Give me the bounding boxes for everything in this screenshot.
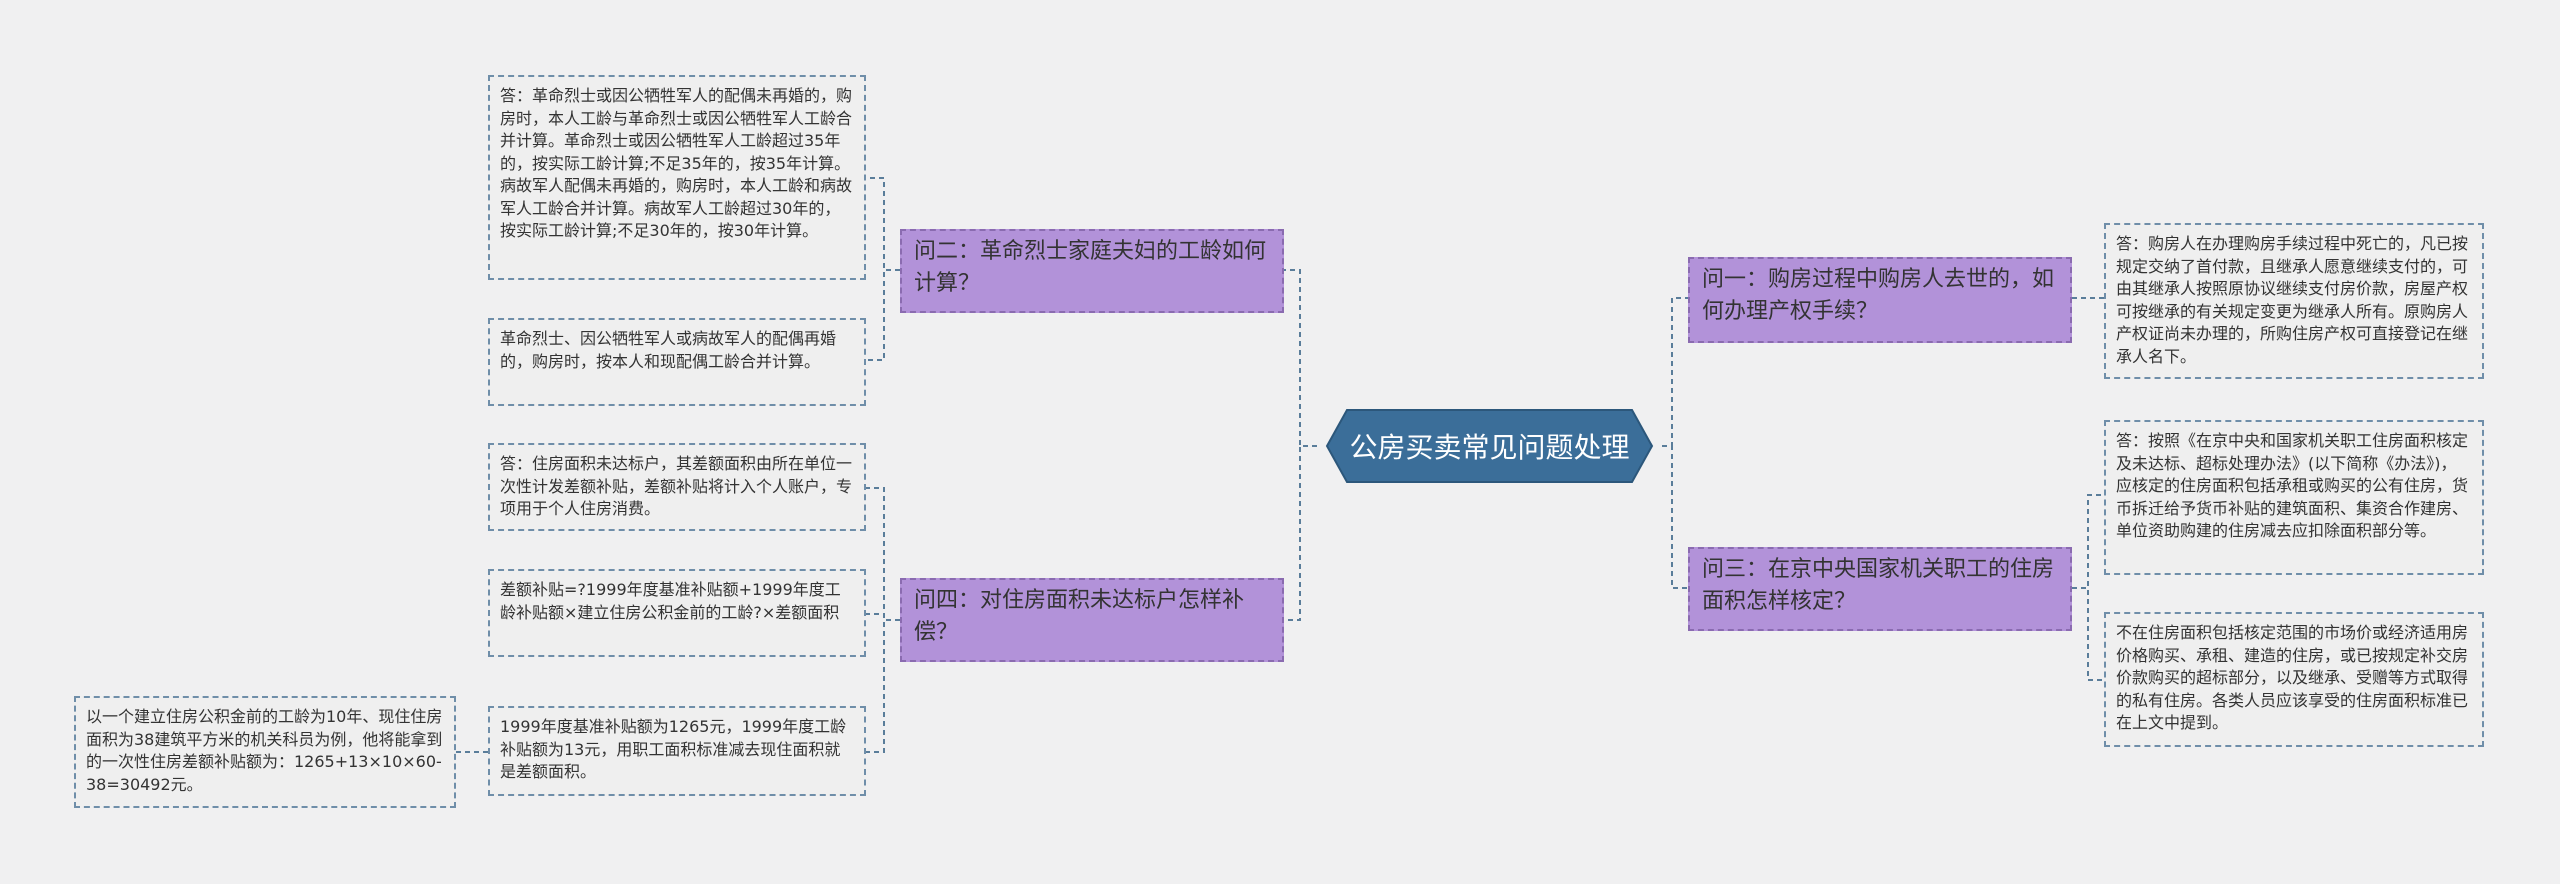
question-node-1[interactable]: 问一：购房过程中购房人去世的，如何办理产权手续？: [1688, 257, 2072, 343]
edge-q3-a5: [2072, 587, 2104, 681]
question-text: 问二：革命烈士家庭夫妇的工龄如何计算？: [914, 239, 1267, 296]
answer-text: 答：住房面积未达标户，其差额面积由所在单位一次性计发差额补贴，差额补贴将计入个人…: [500, 454, 853, 518]
edge-root-q2: [1284, 269, 1317, 447]
answer-node-3[interactable]: 革命烈士、因公牺牲军人或病故军人的配偶再婚的，购房时，按本人和现配偶工龄合并计算…: [488, 318, 866, 406]
question-text: 问三：在京中央国家机关职工的住房面积怎样核定？: [1702, 557, 2055, 614]
answer-node-6[interactable]: 答：住房面积未达标户，其差额面积由所在单位一次性计发差额补贴，差额补贴将计入个人…: [488, 443, 866, 531]
answer-node-4[interactable]: 答：按照《在京中央和国家机关职工住房面积核定及未达标、超标处理办法》(以下简称《…: [2104, 420, 2484, 575]
question-node-2[interactable]: 问二：革命烈士家庭夫妇的工龄如何计算？: [900, 229, 1284, 313]
edge-root-q3: [1662, 445, 1688, 589]
answer-text: 革命烈士、因公牺牲军人或病故军人的配偶再婚的，购房时，按本人和现配偶工龄合并计算…: [500, 329, 837, 371]
answer-text: 答：革命烈士或因公牺牲军人的配偶未再婚的，购房时，本人工龄与革命烈士或因公牺牲军…: [500, 86, 853, 240]
answer-node-9[interactable]: 以一个建立住房公积金前的工龄为10年、现住住房面积为38建筑平方米的机关科员为例…: [74, 696, 456, 808]
answer-text: 答：按照《在京中央和国家机关职工住房面积核定及未达标、超标处理办法》(以下简称《…: [2116, 431, 2469, 540]
answer-node-1[interactable]: 答：购房人在办理购房手续过程中死亡的，凡已按规定交纳了首付款，且继承人愿意继续支…: [2104, 223, 2484, 379]
edge-q2-a2: [866, 177, 900, 271]
edge-q4-a8: [866, 619, 900, 753]
question-text: 问四：对住房面积未达标户怎样补偿？: [914, 588, 1245, 645]
question-node-3[interactable]: 问三：在京中央国家机关职工的住房面积怎样核定？: [1688, 547, 2072, 631]
edge-root-q1: [1662, 297, 1688, 447]
edge-q3-a4: [2072, 494, 2104, 589]
answer-node-8[interactable]: 1999年度基准补贴额为1265元，1999年度工龄补贴额为13元，用职工面积标…: [488, 706, 866, 796]
answer-text: 以一个建立住房公积金前的工龄为10年、现住住房面积为38建筑平方米的机关科员为例…: [86, 707, 443, 794]
answer-node-5[interactable]: 不在住房面积包括核定范围的市场价或经济适用房价格购买、承租、建造的住房，或已按规…: [2104, 612, 2484, 747]
question-text: 问一：购房过程中购房人去世的，如何办理产权手续？: [1702, 267, 2055, 324]
answer-text: 1999年度基准补贴额为1265元，1999年度工龄补贴额为13元，用职工面积标…: [500, 717, 847, 781]
edge-q4-a7: [866, 613, 900, 621]
answer-node-2[interactable]: 答：革命烈士或因公牺牲军人的配偶未再婚的，购房时，本人工龄与革命烈士或因公牺牲军…: [488, 75, 866, 280]
answer-text: 不在住房面积包括核定范围的市场价或经济适用房价格购买、承租、建造的住房，或已按规…: [2116, 623, 2469, 732]
edge-q2-a3: [866, 269, 900, 361]
answer-node-7[interactable]: 差额补贴=?1999年度基准补贴额+1999年度工龄补贴额×建立住房公积金前的工…: [488, 569, 866, 657]
root-topic[interactable]: 公房买卖常见问题处理: [1317, 409, 1662, 483]
edge-q4-a6: [866, 487, 900, 621]
edge-root-q4: [1284, 445, 1317, 621]
root-hexagon-shape: [1325, 409, 1654, 483]
root-topic-label: 公房买卖常见问题处理: [1349, 431, 1630, 464]
question-node-4[interactable]: 问四：对住房面积未达标户怎样补偿？: [900, 578, 1284, 662]
answer-text: 差额补贴=?1999年度基准补贴额+1999年度工龄补贴额×建立住房公积金前的工…: [500, 580, 841, 622]
answer-text: 答：购房人在办理购房手续过程中死亡的，凡已按规定交纳了首付款，且继承人愿意继续支…: [2116, 234, 2469, 366]
